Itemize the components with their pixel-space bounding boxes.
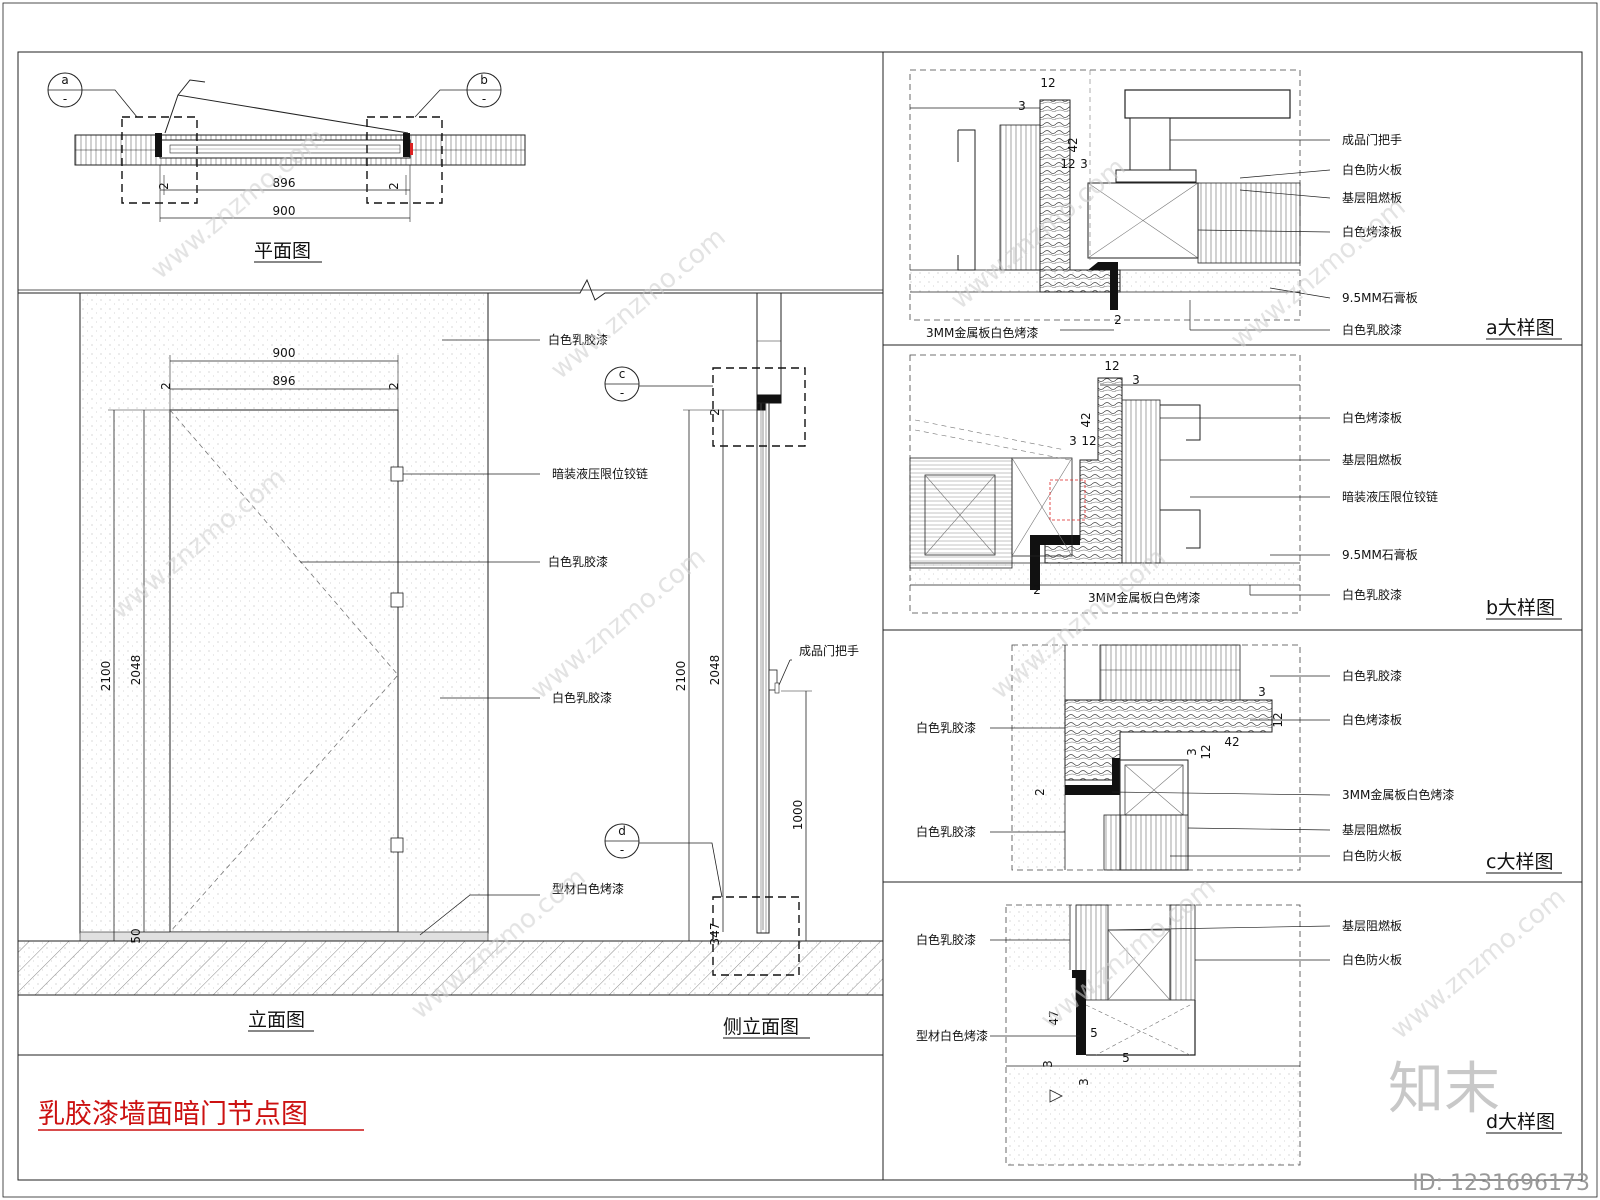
detail-c-dim-5: 42 bbox=[1224, 735, 1239, 749]
callout-c-sub: - bbox=[620, 386, 624, 400]
plan-dim-gap-right: 2 bbox=[387, 182, 401, 190]
callout-a-label: a bbox=[61, 73, 68, 87]
detail-d-dim-5: 3 bbox=[1077, 1078, 1091, 1086]
detail-a-label-1: 成品门把手 bbox=[1342, 132, 1402, 147]
elev-dim-gap-left: 2 bbox=[159, 382, 173, 390]
elevation-title: 立面图 bbox=[248, 1009, 305, 1031]
side-elevation-view bbox=[18, 278, 883, 976]
detail-a-dim-6: 2 bbox=[1114, 313, 1122, 327]
side-dim-top: 2 bbox=[708, 408, 722, 416]
elev-label-hinge: 暗装液压限位铰链 bbox=[552, 466, 648, 481]
detail-d-title: d大样图 bbox=[1486, 1111, 1555, 1133]
detail-b-dim-2: 3 bbox=[1132, 373, 1140, 387]
detail-d-label-l1: 白色乳胶漆 bbox=[916, 932, 976, 947]
detail-c-label-r4: 基层阻燃板 bbox=[1342, 822, 1402, 837]
plan-dim-inner: 896 bbox=[273, 176, 296, 190]
detail-a-dim-3: 42 bbox=[1066, 137, 1080, 152]
detail-b-label-1: 白色烤漆板 bbox=[1342, 410, 1402, 425]
plan-dim-gap-left: 2 bbox=[157, 182, 171, 190]
detail-d-label-r1: 基层阻燃板 bbox=[1342, 918, 1402, 933]
detail-a-label-3: 基层阻燃板 bbox=[1342, 190, 1402, 205]
detail-a-label-4: 白色烤漆板 bbox=[1342, 224, 1402, 239]
elev-label-wall-mid: 白色乳胶漆 bbox=[552, 690, 612, 705]
detail-b-label-4: 9.5MM石膏板 bbox=[1342, 547, 1418, 562]
elev-dim-896: 896 bbox=[273, 374, 296, 388]
elev-dim-gap-right: 2 bbox=[387, 382, 401, 390]
elev-label-door: 白色乳胶漆 bbox=[548, 554, 608, 569]
detail-a-label-metal: 3MM金属板白色烤漆 bbox=[926, 325, 1038, 340]
detail-a-dim-1: 12 bbox=[1040, 76, 1055, 90]
elev-dim-900: 900 bbox=[273, 346, 296, 360]
detail-b-dim-1: 12 bbox=[1104, 359, 1119, 373]
detail-a-label-2: 白色防火板 bbox=[1342, 162, 1402, 177]
detail-c-label-r3: 3MM金属板白色烤漆 bbox=[1342, 787, 1454, 802]
detail-d-dim-3: 5 bbox=[1122, 1051, 1130, 1065]
detail-c bbox=[990, 644, 1331, 871]
detail-b-title: b大样图 bbox=[1486, 597, 1555, 619]
detail-d-dim-4: 3 bbox=[1041, 1060, 1055, 1068]
detail-c-title: c大样图 bbox=[1486, 851, 1553, 873]
detail-a-label-6: 白色乳胶漆 bbox=[1342, 322, 1402, 337]
elev-label-profile: 型材白色烤漆 bbox=[552, 881, 624, 896]
elev-label-wall-top: 白色乳胶漆 bbox=[548, 332, 608, 347]
detail-a-label-5: 9.5MM石膏板 bbox=[1342, 290, 1418, 305]
detail-c-dim-4: 12 bbox=[1199, 744, 1213, 759]
side-dim-2048: 2048 bbox=[708, 655, 722, 686]
detail-a-dim-4: 12 bbox=[1060, 157, 1075, 171]
detail-d-dim-1: 47 bbox=[1047, 1010, 1061, 1025]
detail-d-dim-2: 5 bbox=[1090, 1026, 1098, 1040]
detail-b-label-3: 暗装液压限位铰链 bbox=[1342, 489, 1438, 504]
detail-b-dim-4: 3 bbox=[1069, 434, 1077, 448]
detail-b-label-metal: 3MM金属板白色烤漆 bbox=[1088, 590, 1200, 605]
detail-c-dim-6: 2 bbox=[1033, 788, 1047, 796]
plan-view bbox=[47, 72, 526, 222]
detail-d-label-l2: 型材白色烤漆 bbox=[916, 1028, 988, 1043]
callout-b-label: b bbox=[480, 73, 488, 87]
side-elevation-title: 侧立面图 bbox=[723, 1016, 799, 1038]
drawing-title: 乳胶漆墙面暗门节点图 bbox=[38, 1099, 308, 1130]
detail-d-label-r2: 白色防火板 bbox=[1342, 952, 1402, 967]
watermark-text: www.znzmo.com bbox=[545, 222, 731, 385]
detail-a-title: a大样图 bbox=[1486, 317, 1555, 339]
callout-a-sub: - bbox=[63, 92, 67, 106]
detail-a bbox=[909, 69, 1331, 331]
watermark-logo: 知末 bbox=[1388, 1057, 1500, 1122]
detail-c-label-r5: 白色防火板 bbox=[1342, 848, 1402, 863]
detail-c-label-r1: 白色乳胶漆 bbox=[1342, 668, 1402, 683]
elev-dim-2100: 2100 bbox=[99, 661, 113, 692]
side-label-handle: 成品门把手 bbox=[799, 643, 859, 658]
side-dim-2100: 2100 bbox=[674, 661, 688, 692]
callout-b-sub: - bbox=[482, 92, 486, 106]
watermark-text: www.znzmo.com bbox=[1385, 882, 1571, 1045]
detail-d bbox=[990, 904, 1331, 1166]
detail-c-dim-2: 12 bbox=[1271, 712, 1285, 727]
detail-c-label-r2: 白色烤漆板 bbox=[1342, 712, 1402, 727]
detail-b-label-5: 白色乳胶漆 bbox=[1342, 587, 1402, 602]
elev-dim-50: 50 bbox=[129, 928, 143, 943]
elevation-view bbox=[17, 292, 884, 996]
callout-d-label: d bbox=[618, 824, 626, 838]
plan-dim-outer: 900 bbox=[273, 204, 296, 218]
detail-b-dim-6: 2 bbox=[1033, 583, 1041, 597]
detail-c-dim-1: 3 bbox=[1258, 685, 1266, 699]
detail-a-dim-5: 3 bbox=[1080, 157, 1088, 171]
detail-c-dim-3: 3 bbox=[1185, 748, 1199, 756]
image-id: ID: 1231696173 bbox=[1412, 1171, 1590, 1196]
elev-dim-2048: 2048 bbox=[129, 655, 143, 686]
detail-b bbox=[909, 354, 1330, 614]
detail-c-label-l1: 白色乳胶漆 bbox=[916, 720, 976, 735]
side-dim-1000: 1000 bbox=[791, 800, 805, 831]
detail-b-label-2: 基层阻燃板 bbox=[1342, 452, 1402, 467]
side-dim-bottom: 347 bbox=[708, 923, 722, 946]
plan-title: 平面图 bbox=[254, 240, 311, 262]
detail-a-dim-2: 3 bbox=[1018, 99, 1026, 113]
detail-b-dim-5: 12 bbox=[1081, 434, 1096, 448]
detail-c-label-l2: 白色乳胶漆 bbox=[916, 824, 976, 839]
detail-b-dim-3: 42 bbox=[1079, 412, 1093, 427]
callout-c-label: c bbox=[619, 367, 626, 381]
callout-d-sub: - bbox=[620, 843, 624, 857]
